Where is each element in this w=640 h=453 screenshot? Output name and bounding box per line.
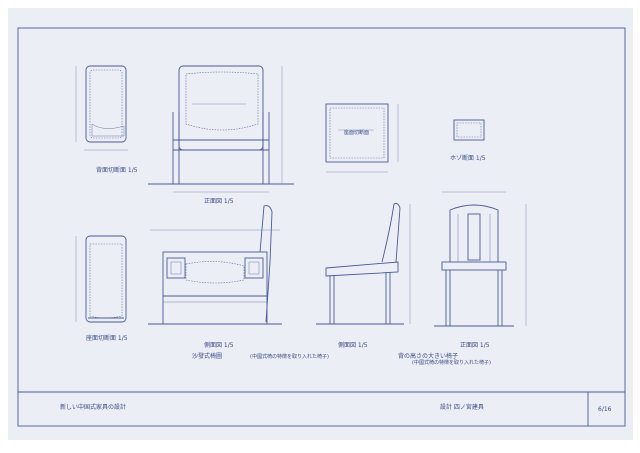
sofa-front-view-drawing	[148, 65, 294, 193]
project-title: 新しい中国式家具の設計	[60, 403, 126, 411]
designer-credit: 設計 四ノ宮建具	[440, 403, 484, 411]
sofa-side-view-drawing	[148, 205, 282, 325]
sofa-seat-section-label: 座面切断面 1/5	[86, 334, 128, 342]
chair-side-view-drawing	[316, 203, 411, 325]
sofa-side-section-drawing	[75, 65, 128, 151]
cushion-detail-label: 座面切断面	[344, 129, 369, 136]
chair-small-detail-label: ホゾ断面 1/5	[450, 154, 486, 162]
chair-front-view-drawing	[434, 191, 527, 327]
chair-side-view-label: 側面図 1/5	[338, 341, 368, 349]
chair-front-view-label: 正面図 1/5	[460, 342, 490, 349]
sofa-side-view-label: 側面図 1/5	[204, 341, 234, 349]
chair-note: (中國式椅の特徴を取り入れた椅子)	[412, 359, 491, 366]
page-number: 6/16	[598, 406, 612, 413]
sofa-seat-section-drawing	[75, 235, 127, 323]
cushion-detail-drawing	[325, 103, 399, 173]
sofa-side-section-label: 背面切断面 1/5	[96, 166, 138, 174]
sofa-front-view-label: 正面図 1/5	[204, 198, 234, 205]
sofa-note: (中國式椅の特徴を取り入れた椅子)	[250, 353, 329, 360]
drawing-border	[17, 27, 626, 427]
chair-title: 背の高さの大きい椅子	[398, 352, 458, 360]
paper-background	[8, 8, 633, 440]
sofa-title: 沙發式椅圖	[192, 352, 222, 360]
chair-small-detail-drawing	[453, 119, 485, 141]
